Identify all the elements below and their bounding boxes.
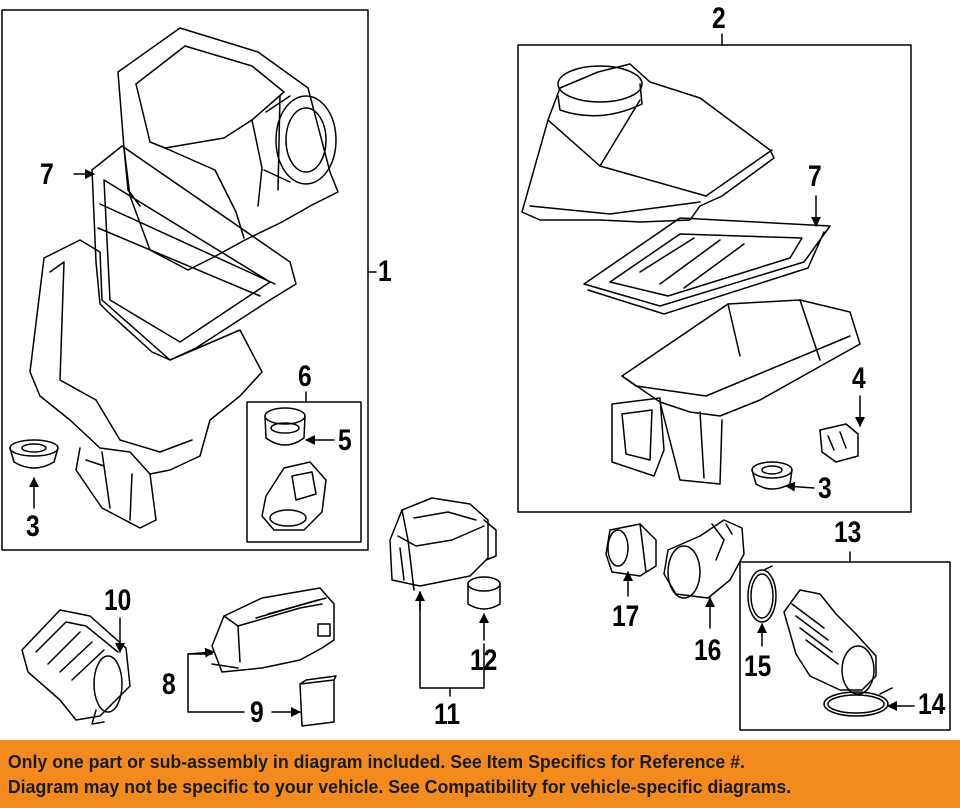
foam-pad-9	[299, 675, 337, 727]
kit-mount-bracket	[261, 461, 327, 531]
callout-7-right: 7	[808, 160, 822, 193]
callout-3-left: 3	[26, 510, 40, 543]
intake-duct-10	[21, 609, 131, 725]
clamp-15	[747, 565, 777, 623]
callout-5: 5	[338, 424, 352, 457]
callout-9: 9	[250, 696, 264, 729]
clamp-14	[823, 687, 893, 717]
mount-clip	[819, 423, 859, 463]
intake-boot-13	[783, 589, 877, 695]
callout-3-right: 3	[818, 472, 832, 505]
leader-3-right	[785, 481, 815, 492]
air-filter-element-right	[583, 217, 831, 315]
kit-5-6-frame	[246, 401, 362, 543]
leader-8-9	[187, 653, 245, 713]
air-scoop-8	[211, 587, 335, 673]
leader-8-arrow	[187, 647, 215, 658]
grommet-right	[751, 461, 793, 490]
callout-14: 14	[918, 688, 946, 721]
callout-2: 2	[712, 2, 726, 35]
housing-lower-right	[611, 299, 861, 485]
callout-16: 16	[694, 634, 722, 667]
callout-11: 11	[434, 698, 461, 731]
grommet-12	[467, 576, 501, 610]
assembly-1-frame	[1, 9, 369, 551]
air-flow-meter-16	[663, 519, 745, 599]
callout-8: 8	[162, 668, 176, 701]
callout-7-left: 7	[40, 158, 54, 191]
leader-lines	[29, 33, 915, 717]
callout-15: 15	[744, 650, 772, 683]
parts-diagram	[1, 9, 951, 731]
callout-6: 6	[298, 360, 312, 393]
air-cleaner-lower-housing	[29, 239, 263, 529]
callout-10: 10	[104, 584, 132, 617]
mass-air-housing-11	[389, 497, 497, 591]
grommet-left	[9, 439, 59, 469]
callout-13: 13	[834, 516, 862, 549]
callout-4: 4	[852, 362, 866, 395]
assembly-2-frame	[517, 44, 912, 513]
kit-mount-grommet	[264, 407, 306, 446]
disclaimer-line-1: Only one part or sub-assembly in diagram…	[7, 752, 745, 772]
air-filter-element-left	[91, 145, 297, 361]
callout-12: 12	[470, 644, 498, 677]
disclaimer-banner: Only one part or sub-assembly in diagram…	[0, 740, 960, 808]
callout-1: 1	[378, 255, 392, 288]
air-flow-meter-17	[605, 523, 657, 577]
housing-upper-right	[521, 63, 775, 223]
disclaimer-line-2: Diagram may not be specific to your vehi…	[7, 777, 792, 797]
air-cleaner-upper-cover	[117, 27, 339, 271]
callout-17: 17	[612, 600, 640, 633]
kit-13-frame	[739, 561, 951, 731]
